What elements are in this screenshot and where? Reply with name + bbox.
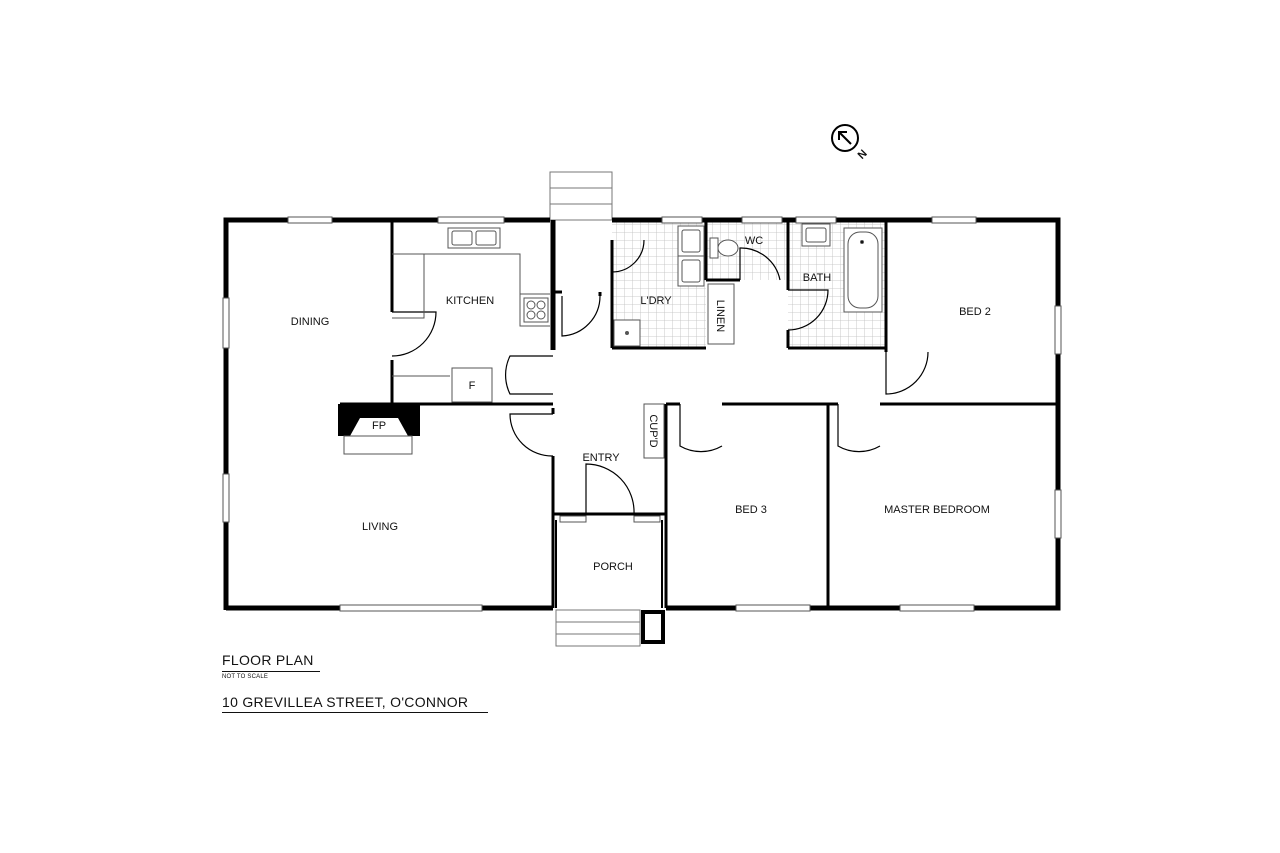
kitchen-bench	[392, 253, 550, 377]
title-underline	[222, 671, 320, 672]
cooktop	[523, 297, 549, 323]
porch-pillar	[641, 610, 665, 644]
room-label-master-bedroom: MASTER BEDROOM	[884, 504, 990, 516]
room-label-bed2: BED 2	[959, 306, 991, 318]
compass-north-label: N	[856, 148, 870, 162]
windows	[222, 216, 1062, 612]
room-label-wc: WC	[745, 235, 763, 247]
north-compass	[831, 124, 859, 152]
rear-steps	[549, 171, 613, 221]
cupboard-label: CUP'D	[647, 414, 659, 447]
property-address: 10 GREVILLEA STREET, O'CONNOR	[222, 694, 469, 710]
fireplace-label: FP	[372, 420, 386, 432]
bath-basin	[801, 223, 831, 247]
door-swings	[391, 239, 929, 515]
room-label-living: LIVING	[362, 521, 398, 533]
porch-walls	[555, 520, 663, 608]
laundry-basin	[613, 319, 641, 347]
room-label-bath: BATH	[803, 272, 832, 284]
floor-plan-title: FLOOR PLAN	[222, 652, 314, 668]
kitchen-sink	[447, 227, 501, 249]
scale-note: NOT TO SCALE	[222, 674, 269, 680]
bathtub	[843, 227, 883, 313]
entry-cupboard	[643, 403, 665, 459]
room-label-entry: ENTRY	[582, 452, 620, 464]
front-steps	[555, 609, 641, 647]
room-label-laundry: L'DRY	[640, 295, 672, 307]
fireplace	[338, 404, 420, 455]
room-label-dining: DINING	[291, 316, 330, 328]
toilet	[709, 237, 739, 259]
room-label-porch: PORCH	[593, 561, 633, 573]
linen-label: LINEN	[714, 300, 726, 332]
linen-cupboard	[707, 283, 735, 345]
room-label-bed3: BED 3	[735, 504, 767, 516]
room-label-kitchen: KITCHEN	[446, 295, 494, 307]
fridge-box	[451, 367, 493, 403]
fridge-label: F	[469, 380, 476, 392]
address-underline	[222, 712, 488, 713]
laundry-tubs	[677, 225, 705, 287]
